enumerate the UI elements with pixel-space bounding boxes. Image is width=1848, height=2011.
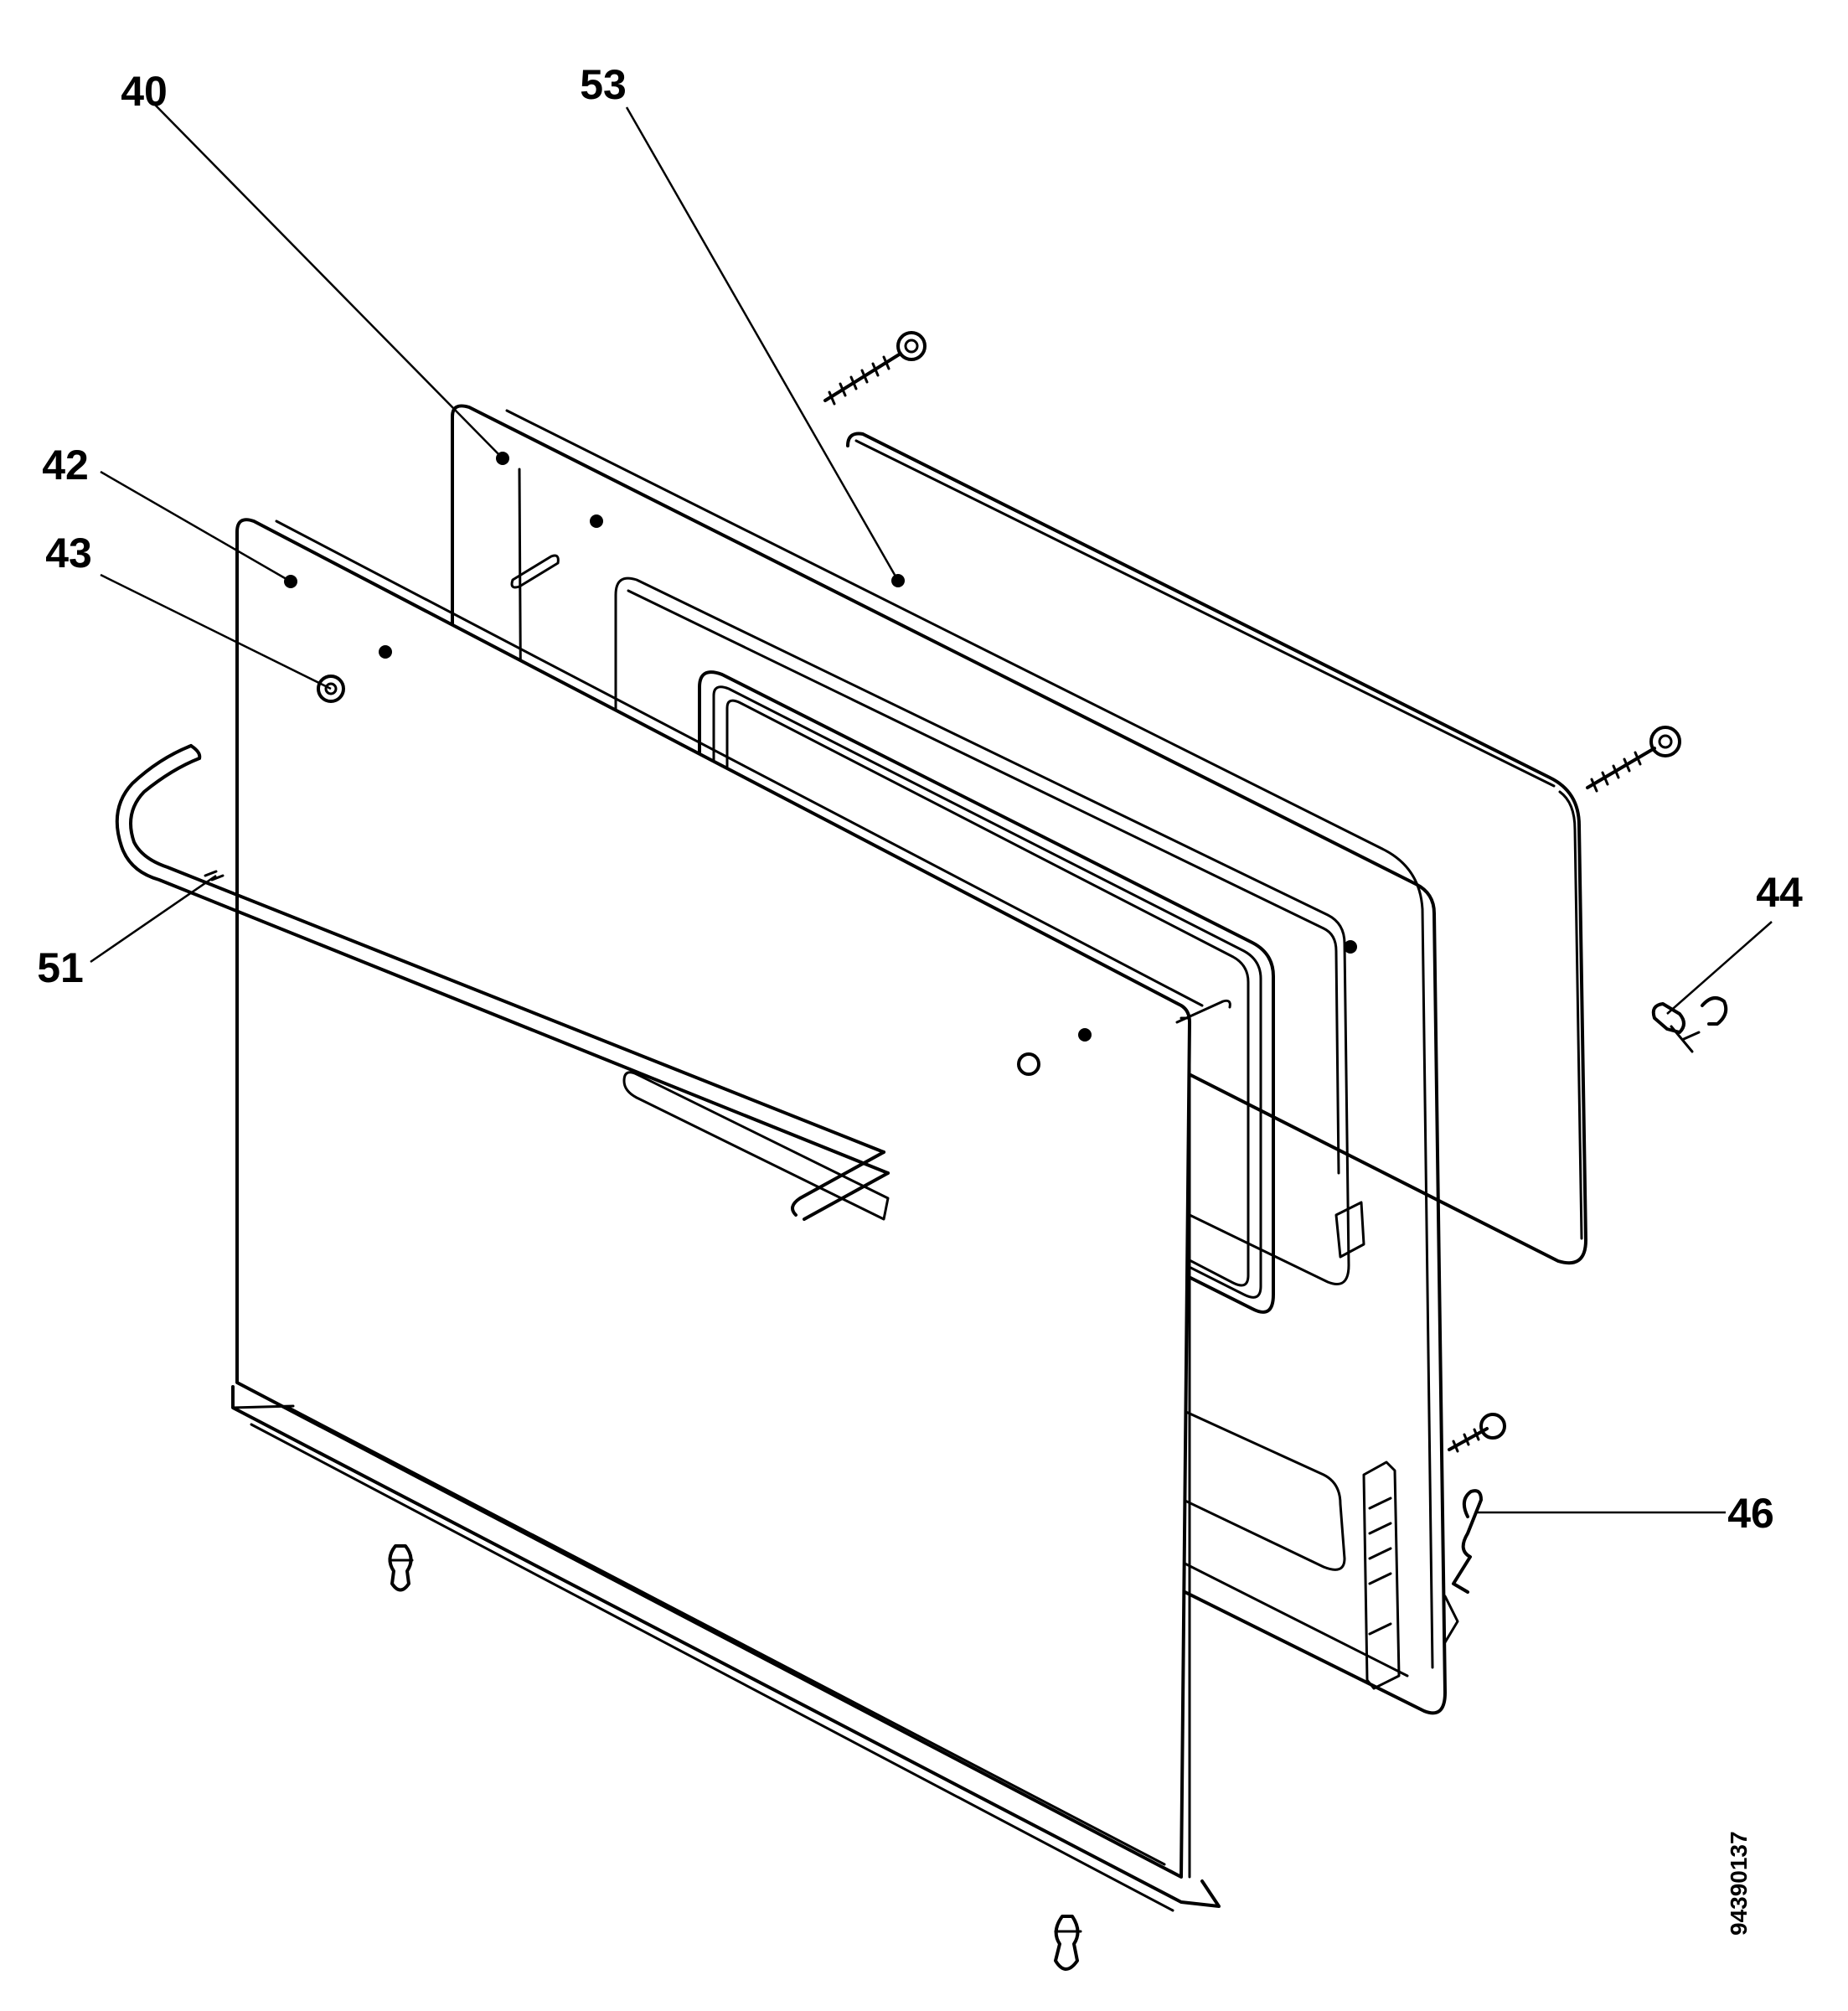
callout-42: 42 bbox=[42, 442, 89, 489]
hinge-spring-46 bbox=[1443, 1489, 1483, 1644]
callout-51: 51 bbox=[37, 944, 84, 991]
outer-glass-panel bbox=[846, 432, 1587, 1265]
front-panel bbox=[235, 518, 1231, 1879]
screw-bottom-right bbox=[1054, 1915, 1082, 1971]
hinge-screw bbox=[1448, 1413, 1506, 1453]
callout-40: 40 bbox=[121, 68, 168, 115]
clip-44 bbox=[1651, 996, 1728, 1053]
screw-bottom-left bbox=[388, 1544, 414, 1592]
callout-53: 53 bbox=[580, 61, 627, 108]
document-number: 94390137 bbox=[1726, 1831, 1752, 1936]
callout-46: 46 bbox=[1727, 1490, 1774, 1537]
bottom-trim bbox=[231, 1385, 1221, 1912]
door-handle bbox=[115, 744, 890, 1221]
screw-top bbox=[823, 331, 927, 406]
callout-43: 43 bbox=[45, 530, 92, 576]
leader-lines bbox=[90, 104, 1773, 1514]
screw-right bbox=[1586, 726, 1681, 793]
grommet-43 bbox=[317, 675, 345, 703]
callout-44: 44 bbox=[1756, 869, 1803, 916]
